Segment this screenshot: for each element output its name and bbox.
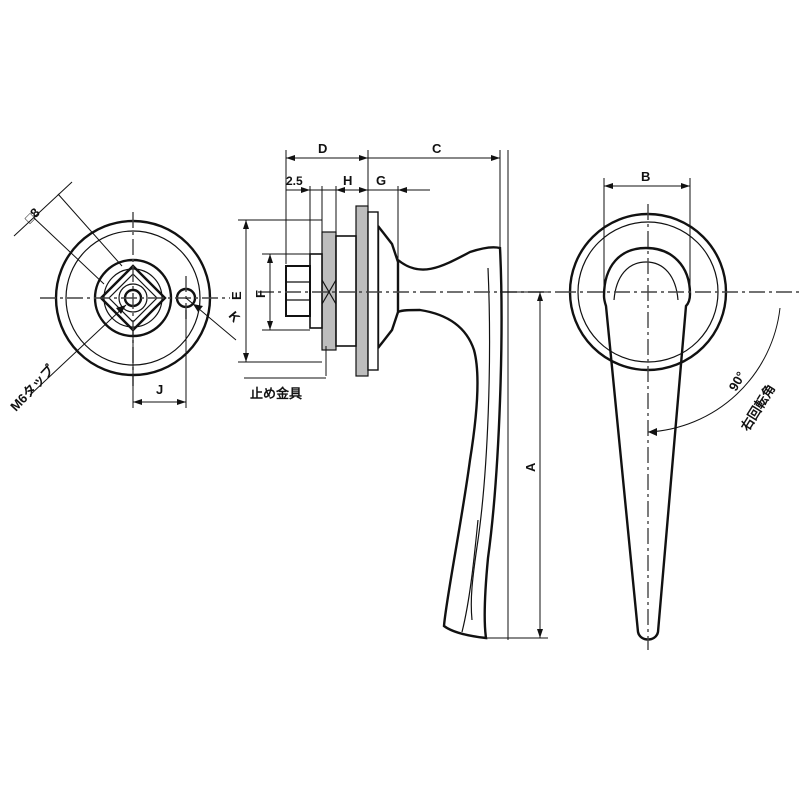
dim-E-label: E bbox=[229, 291, 244, 300]
right-rotation-angle-label: 右回転角 bbox=[737, 382, 778, 435]
dim-G-label: G bbox=[376, 173, 386, 188]
dim-D-label: D bbox=[318, 141, 327, 156]
front-view-handle: B 90° 右回転角 bbox=[560, 169, 800, 650]
stopper-label: 止め金具 bbox=[250, 386, 302, 401]
dim-K-label: K bbox=[226, 308, 244, 325]
angle-90-label: 90° bbox=[726, 369, 749, 394]
dim-2-5-label: 2.5 bbox=[286, 174, 303, 188]
dim-J-label: J bbox=[156, 382, 163, 397]
dim-F-label: F bbox=[253, 290, 268, 298]
front-view-base: □8 M6タップ K J bbox=[7, 181, 244, 414]
dim-C-label: C bbox=[432, 141, 442, 156]
m6-tap-label: M6タップ bbox=[7, 361, 58, 414]
dim-H-label: H bbox=[343, 173, 352, 188]
dim-B-label: B bbox=[641, 169, 650, 184]
side-view-handle: D C 2.5 H G E F 止 bbox=[229, 141, 560, 640]
dim-A-label: A bbox=[523, 462, 538, 472]
